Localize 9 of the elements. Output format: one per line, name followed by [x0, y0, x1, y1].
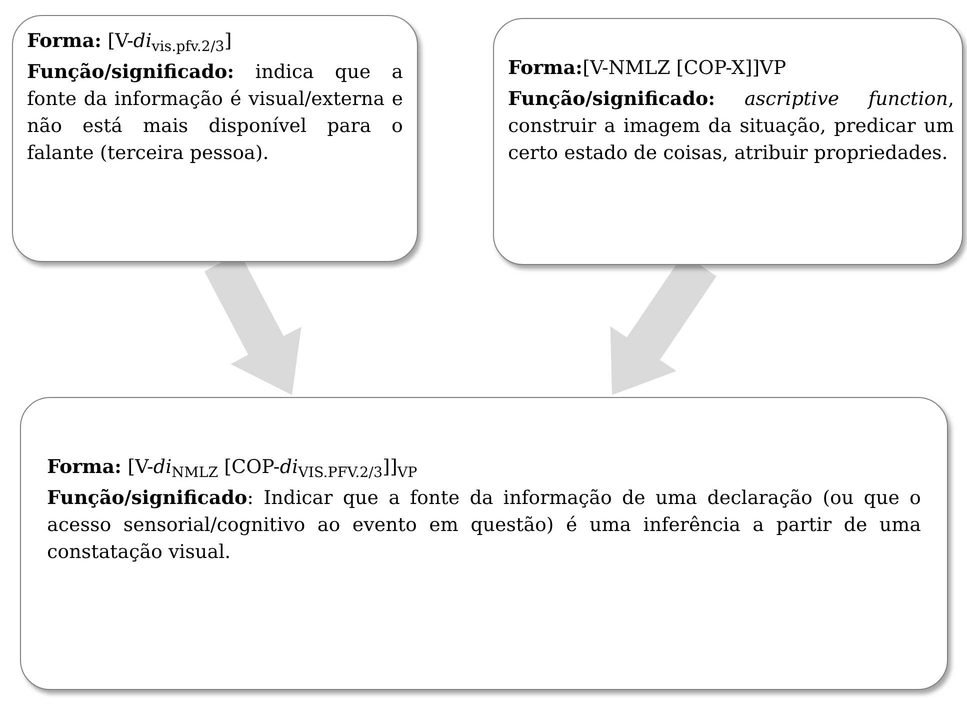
rounded-box	[12, 15, 418, 262]
form-text: Forma: [V-di$_{vis.pfv.2/3}$]	[27, 29, 233, 55]
rounded-box	[20, 397, 948, 690]
rounded-box	[493, 18, 963, 265]
function-text: Função/significado: ascriptive function, construir a imagem da situação, predicar um certo estado de coisas, atribuir propriedades.	[508, 87, 954, 166]
form-text: Forma: [V-di$_{NMLZ}$ [COP-di$_{VIS.PFV.2/3}$]]$_{VP}$	[47, 455, 418, 481]
function-text: Função/significado: Indicar que a fonte da informação de uma declaração (ou que o acesso sensorial/cognitivo ao evento em questão) é uma inferência a partir de uma constatação visual.	[47, 486, 921, 565]
function-text: Função/significado: indica que a fonte da informação é visual/externa e não está mais disponível para o falante (terceira pessoa).	[27, 60, 403, 166]
form-text: Forma:[V-NMLZ [COP-X]]VP	[508, 56, 788, 81]
